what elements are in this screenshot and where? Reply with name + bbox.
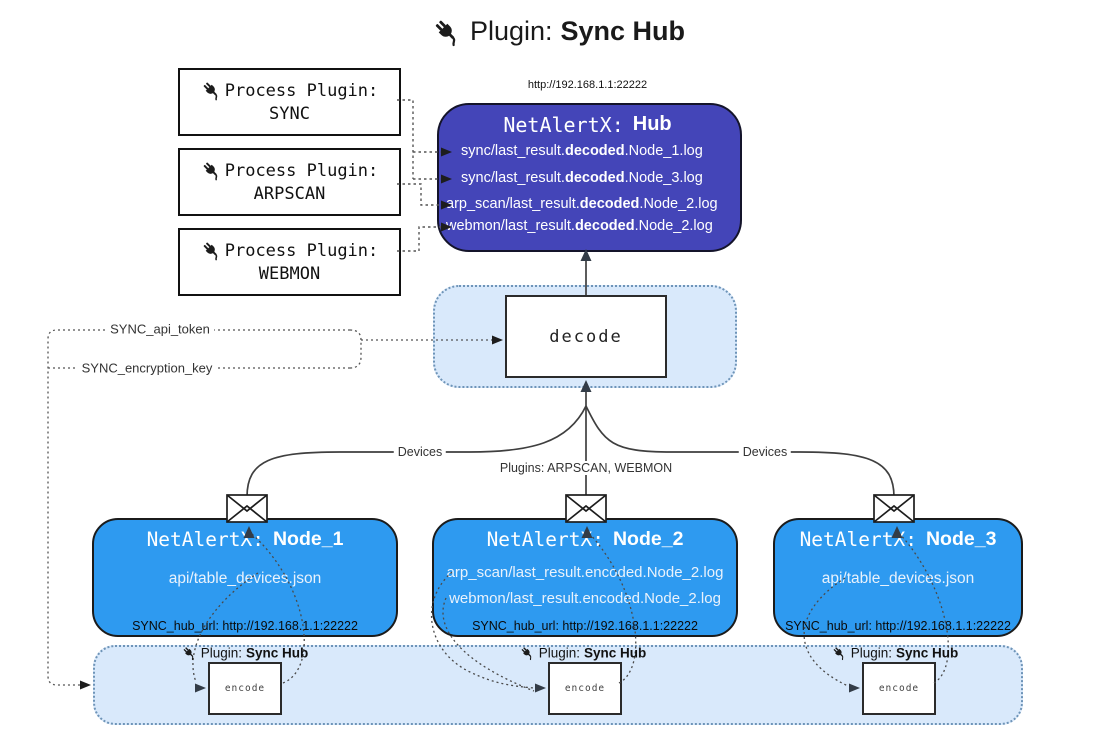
process-plugin-label: Process Plugin: xyxy=(224,160,379,181)
node-hub-url: SYNC_hub_url: http://192.168.1.1:22222 xyxy=(132,619,358,633)
process-plugin-label: Process Plugin: xyxy=(224,80,379,101)
encode-box-1: encode xyxy=(208,662,282,715)
title-prefix: Plugin: xyxy=(469,16,553,46)
hub-title-name: Hub xyxy=(632,113,672,135)
process-plugin-name: WEBMON xyxy=(258,264,321,284)
plug-icon xyxy=(201,80,222,101)
edge-label-devices-left: Devices xyxy=(393,445,447,459)
secret-label-encryption-key: SYNC_encryption_key xyxy=(77,360,217,376)
hub-log-line: sync/last_result.decoded.Node_3.log xyxy=(461,170,703,186)
node-hub-url: SYNC_hub_url: http://192.168.1.1:22222 xyxy=(472,619,698,633)
node-file: api/table_devices.json xyxy=(821,570,975,587)
edge-label-plugins: Plugins: ARPSCAN, WEBMON xyxy=(495,461,677,475)
node-hub-url: SYNC_hub_url: http://192.168.1.1:22222 xyxy=(785,619,1011,633)
hub-log-line: arp_scan/last_result.decoded.Node_2.log xyxy=(446,196,718,212)
plug-icon xyxy=(182,645,197,661)
node-title: NetAlertX:Node_3 xyxy=(799,528,997,551)
encode-label: encode xyxy=(224,683,266,694)
plug-icon xyxy=(201,160,222,181)
plug-icon xyxy=(201,240,222,261)
band-label-sync-hub: Plugin:Sync Hub xyxy=(832,645,958,661)
plug-icon xyxy=(520,645,535,661)
encode-label: encode xyxy=(564,683,606,694)
encode-label: encode xyxy=(878,683,920,694)
process-plugin-box-sync: Process Plugin: SYNC xyxy=(178,68,401,136)
encode-box-3: encode xyxy=(862,662,936,715)
hub-log-line: sync/last_result.decoded.Node_1.log xyxy=(461,143,703,159)
decode-label: decode xyxy=(549,326,623,347)
process-plugin-box-arpscan: Process Plugin: ARPSCAN xyxy=(178,148,401,216)
node-title: NetAlertX:Node_1 xyxy=(146,528,344,551)
node-box-1: NetAlertX:Node_1 api/table_devices.json … xyxy=(92,518,398,637)
process-plugin-box-webmon: Process Plugin: WEBMON xyxy=(178,228,401,296)
decode-box: decode xyxy=(505,295,667,378)
node-file: arp_scan/last_result.encoded.Node_2.log xyxy=(446,564,724,581)
process-plugin-name: ARPSCAN xyxy=(253,184,326,204)
secret-label-api-token: SYNC_api_token xyxy=(106,321,214,337)
encode-box-2: encode xyxy=(548,662,622,715)
plugin-to-hub-connectors xyxy=(397,99,441,252)
node-file: webmon/last_result.encoded.Node_2.log xyxy=(449,590,721,607)
title-name: Sync Hub xyxy=(560,16,686,46)
process-plugin-label: Process Plugin: xyxy=(224,240,379,261)
node-file: api/table_devices.json xyxy=(168,570,322,587)
hub-title-prefix: NetAlertX: xyxy=(503,113,624,137)
page-title: Plugin: Sync Hub xyxy=(0,16,1117,47)
hub-box xyxy=(437,103,742,252)
node-box-3: NetAlertX:Node_3 api/table_devices.json … xyxy=(773,518,1023,637)
process-plugin-name: SYNC xyxy=(269,104,310,124)
hub-url-label: http://192.168.1.1:22222 xyxy=(527,79,648,91)
node-box-2: NetAlertX:Node_2 arp_scan/last_result.en… xyxy=(432,518,738,637)
band-label-sync-hub: Plugin:Sync Hub xyxy=(182,645,308,661)
band-label-sync-hub: Plugin:Sync Hub xyxy=(520,645,646,661)
hub-log-line: webmon/last_result.decoded.Node_2.log xyxy=(446,218,713,234)
edge-label-devices-right: Devices xyxy=(738,445,792,459)
node-title: NetAlertX:Node_2 xyxy=(486,528,684,551)
plug-icon xyxy=(832,645,847,661)
hub-title: NetAlertX: Hub xyxy=(437,113,738,137)
plug-icon xyxy=(432,17,462,47)
